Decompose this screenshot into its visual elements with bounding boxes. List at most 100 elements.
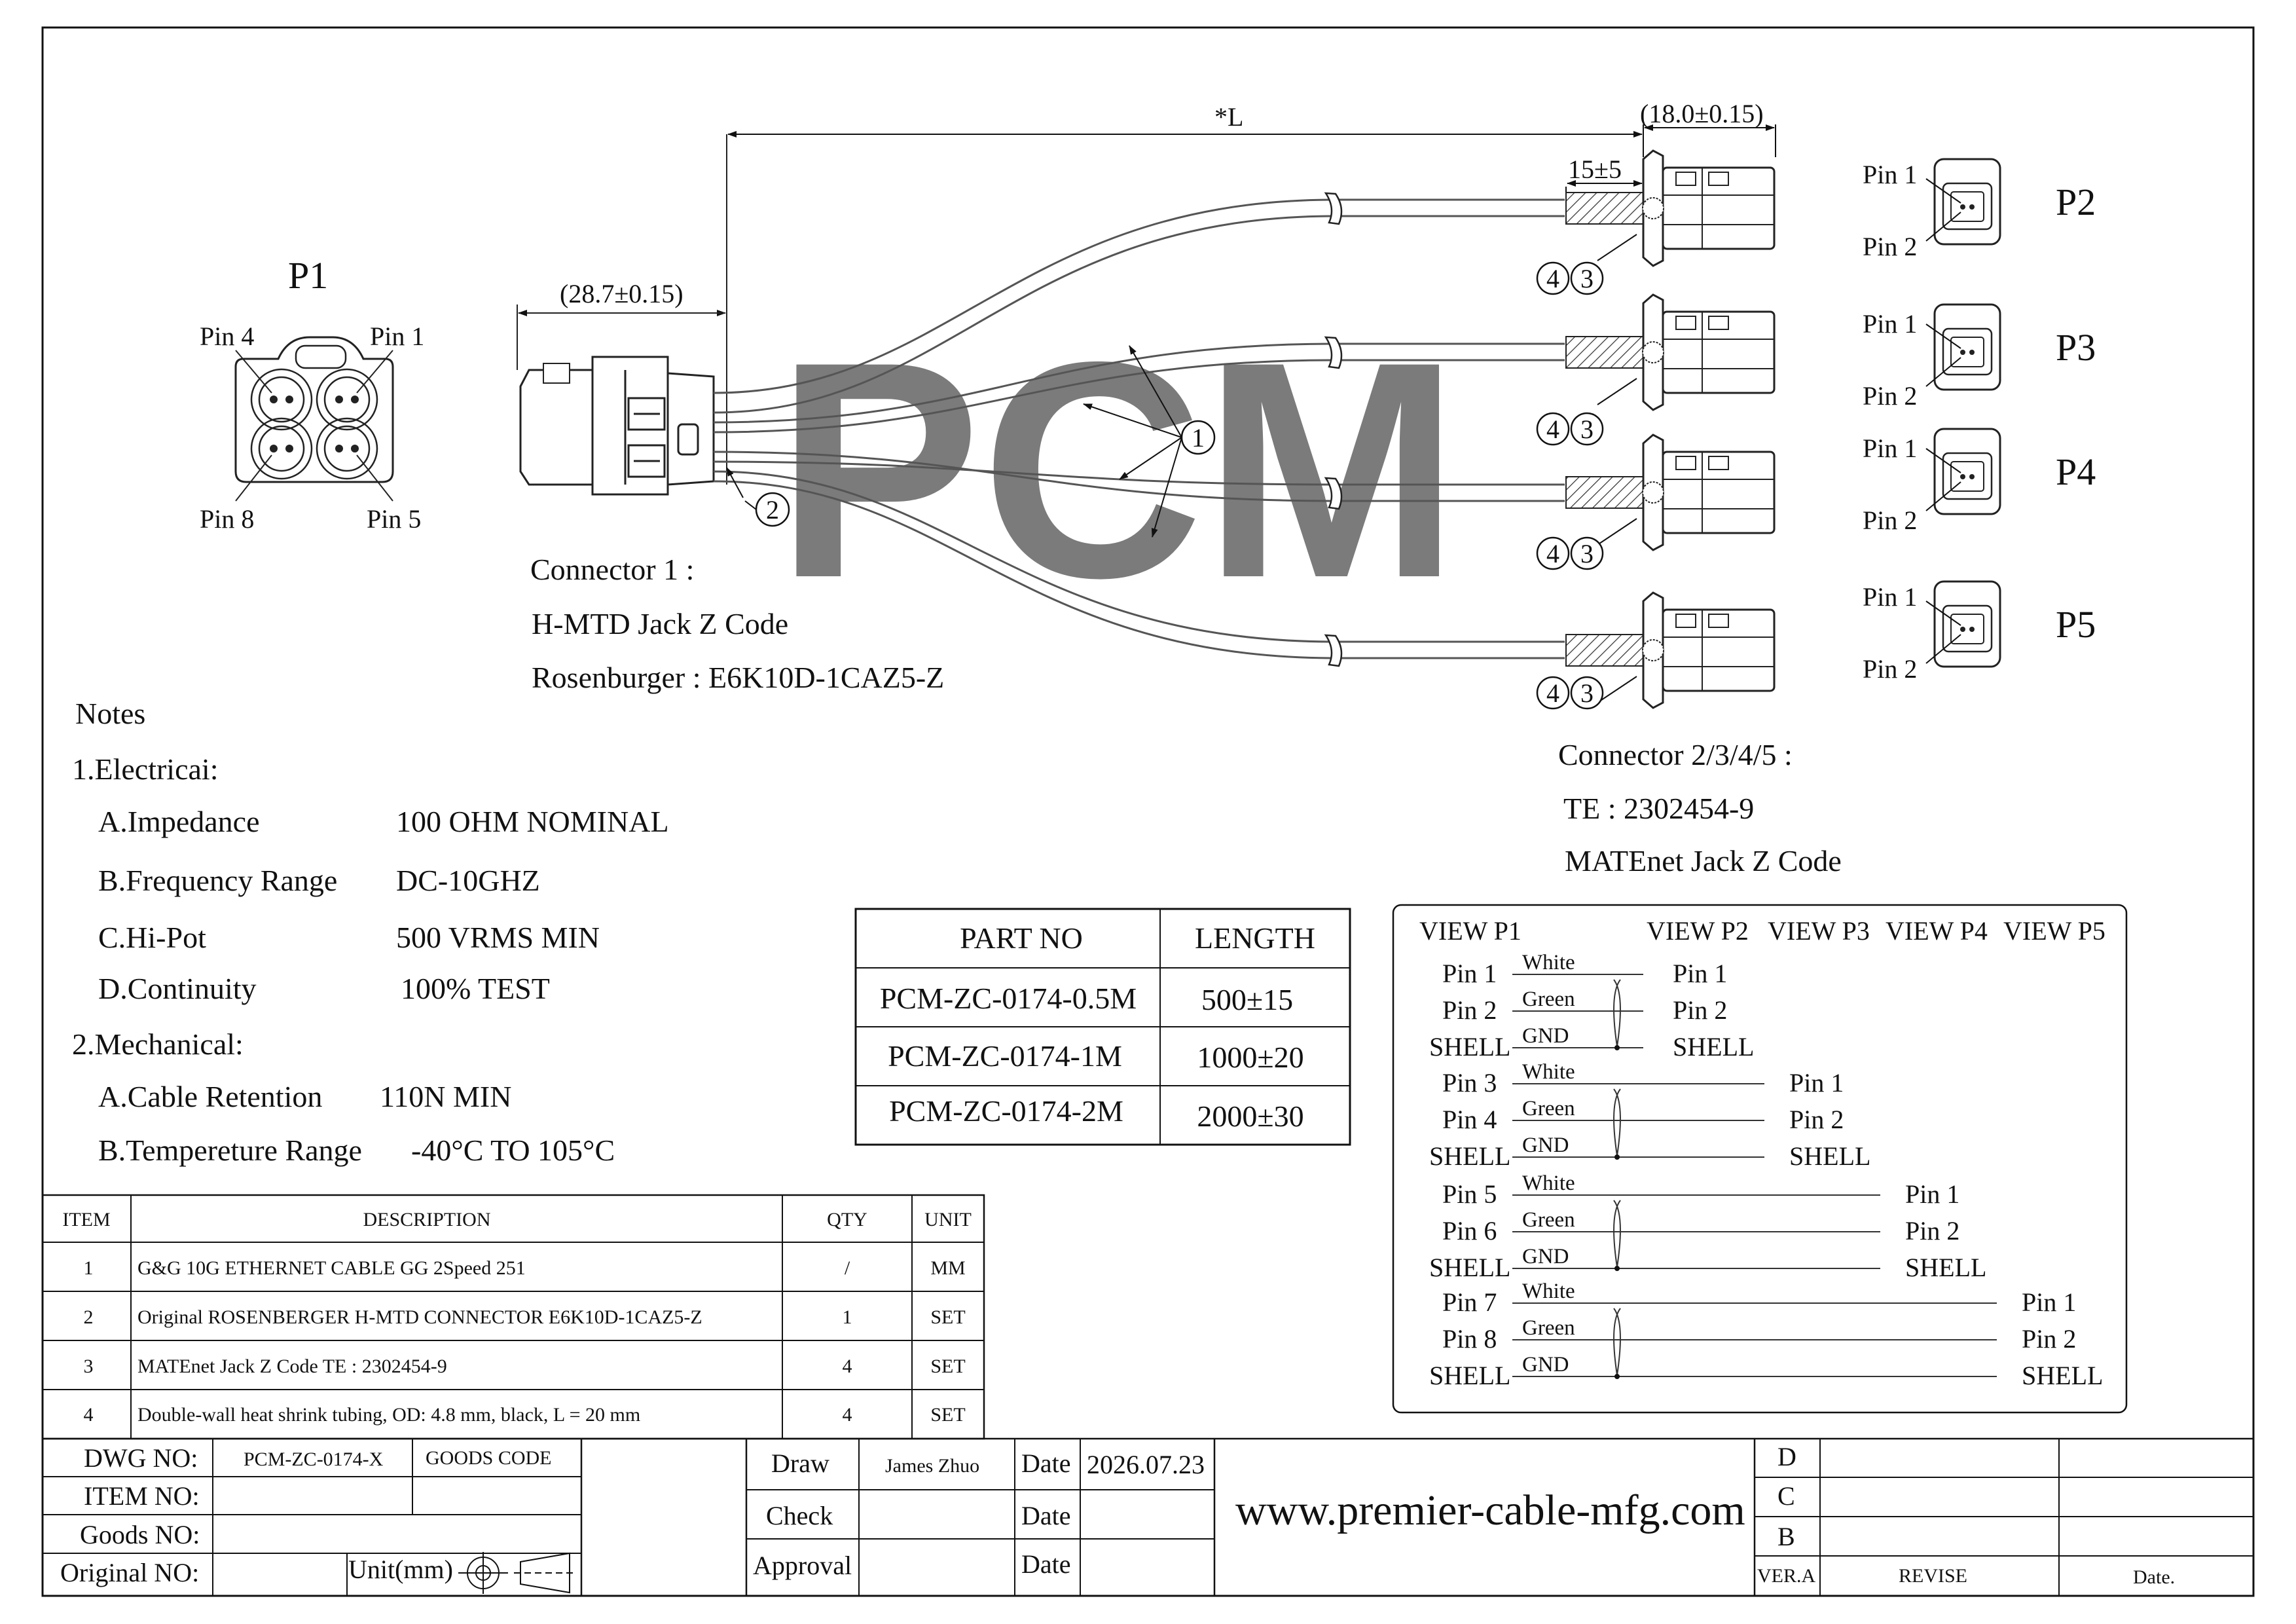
svg-text:PCM-ZC-0174-2M: PCM-ZC-0174-2M	[889, 1094, 1123, 1128]
svg-text:1000±20: 1000±20	[1197, 1041, 1303, 1074]
p2-pin2-label: Pin 2	[1863, 232, 1917, 261]
wire-right-label: Pin 1	[1789, 1068, 1844, 1098]
p4-pin1-label: Pin 1	[1863, 434, 1917, 463]
length-label: *L	[1214, 102, 1243, 132]
svg-text:A.Cable Retention: A.Cable Retention	[98, 1080, 322, 1113]
right-connector-3	[1565, 293, 1776, 411]
connector1-description: Connector 1 : H-MTD Jack Z Code Rosenbur…	[530, 553, 944, 694]
svg-text:4: 4	[1546, 264, 1559, 293]
wire-left-label: Pin 7	[1442, 1287, 1497, 1317]
watermark: PCM	[776, 298, 1459, 642]
svg-text:PCM-ZC-0174-0.5M: PCM-ZC-0174-0.5M	[880, 982, 1137, 1015]
callout-1: 1	[1180, 420, 1216, 455]
svg-text:Goods NO:: Goods NO:	[80, 1520, 200, 1549]
right-connector-4	[1565, 434, 1776, 551]
svg-text:VIEW P4: VIEW P4	[1886, 916, 1988, 946]
svg-text:4: 4	[843, 1404, 852, 1426]
wire-right-label: Pin 2	[1673, 995, 1727, 1025]
wire-color-label: Green	[1522, 1097, 1575, 1120]
svg-text:H-MTD Jack Z Code: H-MTD Jack Z Code	[532, 607, 788, 640]
svg-text:3: 3	[1580, 539, 1594, 568]
svg-text:110N MIN: 110N MIN	[380, 1080, 511, 1113]
svg-text:MM: MM	[930, 1257, 965, 1279]
svg-text:3: 3	[84, 1356, 94, 1377]
svg-text:VIEW P5: VIEW P5	[2003, 916, 2105, 946]
svg-text:VIEW P2: VIEW P2	[1647, 916, 1749, 946]
svg-text:UNIT: UNIT	[924, 1209, 972, 1230]
wire-right-label: Pin 1	[2022, 1287, 2076, 1317]
connector2-description: Connector 2/3/4/5 : TE : 2302454-9 MATEn…	[1558, 738, 1842, 877]
wire-color-label: White	[1522, 951, 1575, 974]
svg-text:PCM-ZC-0174-X: PCM-ZC-0174-X	[244, 1449, 384, 1470]
part-number-table: PART NO LENGTH PCM-ZC-0174-0.5M 500±15 P…	[854, 908, 1351, 1146]
wire-right-label: Pin 2	[1905, 1216, 1959, 1246]
wire-right-label: Pin 1	[1673, 959, 1727, 988]
svg-text:QTY: QTY	[827, 1209, 867, 1230]
p1-label: P1	[288, 254, 328, 297]
svg-text:LENGTH: LENGTH	[1195, 921, 1315, 955]
svg-text:ITEM: ITEM	[62, 1209, 110, 1230]
svg-text:4: 4	[1546, 539, 1559, 568]
svg-text:Date.: Date.	[2133, 1566, 2175, 1588]
svg-text:GOODS CODE: GOODS CODE	[426, 1447, 552, 1469]
svg-text:2: 2	[766, 495, 779, 525]
svg-text:Approval: Approval	[753, 1551, 852, 1580]
svg-text:Connector 2/3/4/5 :: Connector 2/3/4/5 :	[1558, 738, 1793, 771]
svg-text:3: 3	[1580, 678, 1594, 708]
wire-left-label: SHELL	[1429, 1141, 1510, 1171]
svg-text:Date: Date	[1021, 1501, 1071, 1530]
svg-text:VIEW P1: VIEW P1	[1419, 916, 1522, 946]
right-connector-5	[1565, 591, 1776, 709]
notes-section: Notes 1.Electricai: A.Impedance 100 OHM …	[72, 697, 669, 1167]
svg-text:1: 1	[84, 1257, 94, 1279]
svg-text:Connector 1 :: Connector 1 :	[530, 553, 694, 586]
svg-text:DWG NO:: DWG NO:	[84, 1443, 198, 1473]
mechanical-heading: 2.Mechanical:	[72, 1027, 244, 1061]
svg-text:Original NO:: Original NO:	[60, 1558, 199, 1587]
svg-text:D: D	[1777, 1442, 1796, 1471]
svg-text:D.Continuity: D.Continuity	[98, 972, 257, 1005]
svg-text:VER.A: VER.A	[1757, 1565, 1816, 1587]
cable-break-marks	[1324, 192, 1343, 667]
face-view-p5	[1925, 580, 2001, 668]
electrical-heading: 1.Electricai:	[72, 752, 219, 786]
p3-pin2-label: Pin 2	[1863, 381, 1917, 411]
svg-text:Check: Check	[766, 1501, 833, 1530]
svg-text:100 OHM NOMINAL: 100 OHM NOMINAL	[396, 805, 669, 838]
wire-color-label: GND	[1522, 1134, 1569, 1157]
p3-pin1-label: Pin 1	[1863, 309, 1917, 339]
p4-pin2-label: Pin 2	[1863, 506, 1917, 535]
bom-text: ITEM DESCRIPTION QTY UNIT 1 G&G 10G ETHE…	[62, 1209, 971, 1426]
title-block-lines	[43, 1437, 2253, 1596]
svg-text:1: 1	[843, 1306, 852, 1328]
svg-text:500 VRMS MIN: 500 VRMS MIN	[396, 921, 600, 954]
p3-label: P3	[2056, 326, 2096, 369]
p1-face-view: P1 Pin 4 Pin 1 Pin 8 Pin 5	[200, 254, 424, 534]
svg-text:PCM-ZC-0174-1M: PCM-ZC-0174-1M	[888, 1039, 1122, 1073]
p1-pin1-label: Pin 1	[370, 322, 424, 351]
svg-text:Original ROSENBERGER H-MTD CON: Original ROSENBERGER H-MTD CONNECTOR E6K…	[137, 1306, 702, 1328]
svg-text:A.Impedance: A.Impedance	[98, 805, 260, 838]
wire-left-label: SHELL	[1429, 1032, 1510, 1061]
end-dim-label: (18.0±0.15)	[1640, 99, 1764, 128]
face-view-p3	[1925, 303, 2001, 391]
wire-right-label: Pin 2	[2022, 1324, 2076, 1354]
p5-label: P5	[2056, 603, 2096, 646]
wire-color-label: White	[1522, 1280, 1575, 1303]
title-block-text: DWG NO: PCM-ZC-0174-X GOODS CODE ITEM NO…	[60, 1442, 2175, 1588]
wire-left-label: Pin 4	[1442, 1105, 1497, 1134]
callout-1-leaders	[726, 345, 1182, 538]
svg-text:SET: SET	[930, 1306, 965, 1328]
svg-text:Date: Date	[1021, 1549, 1071, 1579]
svg-text:2: 2	[84, 1306, 94, 1328]
wire-color-label: GND	[1522, 1353, 1569, 1376]
svg-text:4: 4	[843, 1356, 852, 1377]
svg-text:Double-wall heat shrink tubing: Double-wall heat shrink tubing, OD: 4.8 …	[137, 1404, 640, 1426]
wire-left-label: Pin 1	[1442, 959, 1497, 988]
svg-text:/: /	[845, 1257, 850, 1279]
